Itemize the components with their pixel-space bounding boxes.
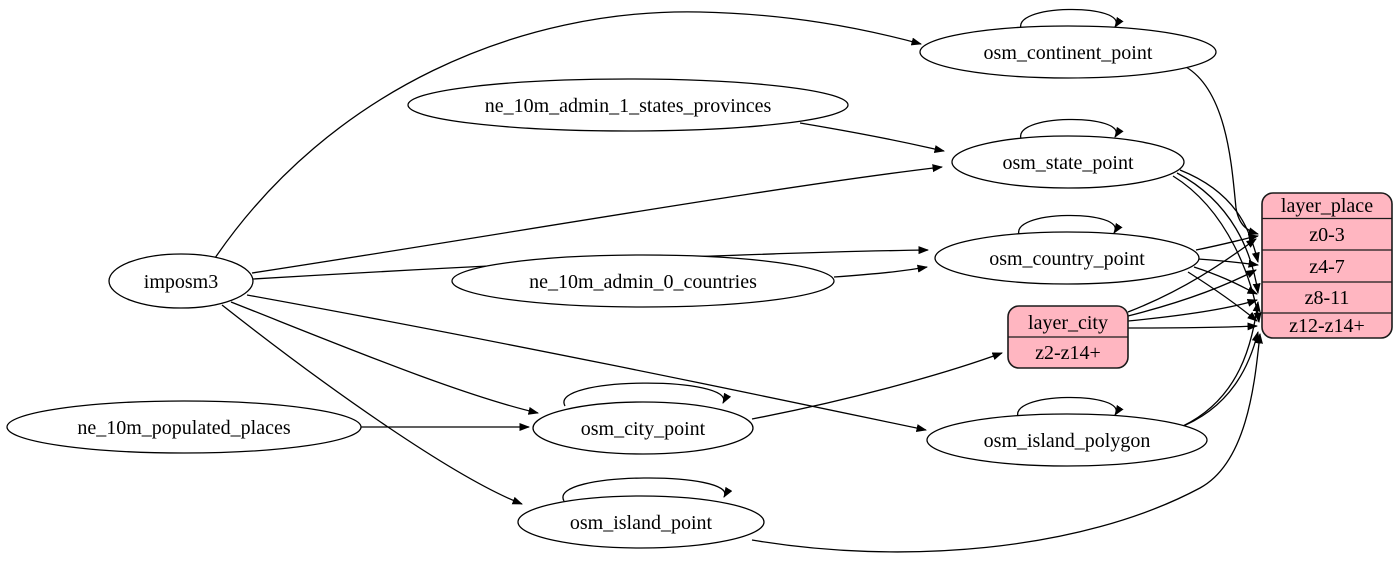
imposm3-label: imposm3 [144, 271, 218, 293]
self-loop-osm_country_point [1017, 214, 1123, 238]
node-osm_country_point: osm_country_point [934, 231, 1200, 285]
imposm3-ellipse [108, 253, 254, 309]
osm_country_point-label: osm_country_point [989, 248, 1145, 270]
osm_island_point-ellipse [517, 495, 765, 549]
edge-osm_state_point-layer_place-z8-11 [1176, 172, 1261, 294]
edge-imposm3-osm_island_polygon [246, 294, 927, 432]
edge-osm_island_point-layer_place-z12-z14 [751, 333, 1263, 553]
edge-ne_10m_admin_0_countries-osm_country_point [833, 264, 928, 278]
layer_place-row-z0-3: z0-3 [1309, 224, 1345, 246]
edge-ne_10m_admin_1_states_provinces-osm_state_point [799, 122, 945, 153]
edge-layer_city-layer_place-z0-3 [1127, 238, 1257, 313]
self-loop-osm_continent_point [1019, 8, 1124, 32]
osm_city_point-label: osm_city_point [581, 418, 706, 440]
osm_island_polygon-label: osm_island_polygon [984, 430, 1151, 452]
node-osm_state_point: osm_state_point [951, 135, 1185, 189]
self-loop-osm_city_point [563, 382, 732, 407]
node-imposm3: imposm3 [108, 253, 254, 309]
edge-osm_city_point-layer_city-z2-z14 [751, 352, 1003, 420]
edge-osm_country_point-layer_place-z12-z14 [1187, 271, 1258, 322]
self-loop-osm_island_polygon [1017, 396, 1124, 420]
layer_city-title: layer_city [1028, 312, 1108, 334]
edge-osm_country_point-layer_place-z8-11 [1193, 266, 1258, 295]
layer_place-row-z12-z14: z12-z14+ [1289, 315, 1365, 337]
edge-osm_country_point-layer_place-z4-7 [1197, 258, 1259, 268]
ne_10m_admin_0_countries-label: ne_10m_admin_0_countries [529, 271, 757, 293]
osm_state_point-label: osm_state_point [1002, 152, 1134, 174]
record-layer_place: layer_place z0-3 z4-7 z8-11 z12-z14+ [1261, 192, 1393, 339]
osm_continent_point-label: osm_continent_point [984, 42, 1153, 64]
ne_10m_admin_0_countries-ellipse [451, 254, 835, 308]
edge-osm_country_point-layer_place-z0-3 [1195, 233, 1259, 251]
edge-imposm3-osm_state_point [251, 164, 943, 274]
osm_island_polygon-ellipse [926, 413, 1208, 467]
node-ne_10m_populated_places: ne_10m_populated_places [6, 400, 362, 454]
layer_place-row-z4-7: z4-7 [1309, 256, 1345, 278]
osm_island_point-label: osm_island_point [570, 512, 713, 534]
edge-imposm3-osm_city_point [230, 301, 539, 415]
edge-layer_city-layer_place-z8-11 [1127, 299, 1258, 322]
osm_state_point-ellipse [951, 135, 1185, 189]
layer_place-title: layer_place [1281, 195, 1373, 217]
self-loop-osm_island_point [562, 477, 733, 502]
ne_10m_admin_1_states_provinces-ellipse [407, 78, 849, 132]
edge-osm_island_polygon-layer_place-z12-z14 [1175, 331, 1260, 430]
node-ne_10m_admin_0_countries: ne_10m_admin_0_countries [451, 254, 835, 308]
edge-layer_city-layer_place-z12-z14 [1127, 322, 1258, 331]
ne_10m_admin_1_states_provinces-label: ne_10m_admin_1_states_provinces [485, 95, 772, 117]
osm_continent_point-ellipse [919, 25, 1217, 79]
record-layer_city: layer_city z2-z14+ [1007, 305, 1129, 369]
osm_city_point-ellipse [532, 401, 754, 455]
self-loop-osm_state_point [1019, 118, 1124, 142]
edge-osm_island_polygon-layer_place-z8-11 [1182, 301, 1261, 427]
edge-osm_state_point-layer_place-z4-7 [1179, 169, 1260, 263]
layer_city-row-z2-z14: z2-z14+ [1035, 342, 1101, 364]
node-osm_city_point: osm_city_point [532, 401, 754, 455]
ne_10m_populated_places-ellipse [6, 400, 362, 454]
node-osm_continent_point: osm_continent_point [919, 25, 1217, 79]
layer_place-row-z8-11: z8-11 [1305, 287, 1350, 309]
ne_10m_populated_places-label: ne_10m_populated_places [77, 417, 290, 439]
edge-imposm3-osm_continent_point [214, 11, 922, 259]
node-osm_island_point: osm_island_point [517, 495, 765, 549]
edge-layer_city-layer_place-z4-7 [1127, 269, 1257, 317]
layer_place-box [1261, 192, 1393, 339]
node-osm_island_polygon: osm_island_polygon [926, 413, 1208, 467]
node-ne_10m_admin_1_states_provinces: ne_10m_admin_1_states_provinces [407, 78, 849, 132]
osm_country_point-ellipse [934, 231, 1200, 285]
edge-group [214, 8, 1263, 553]
